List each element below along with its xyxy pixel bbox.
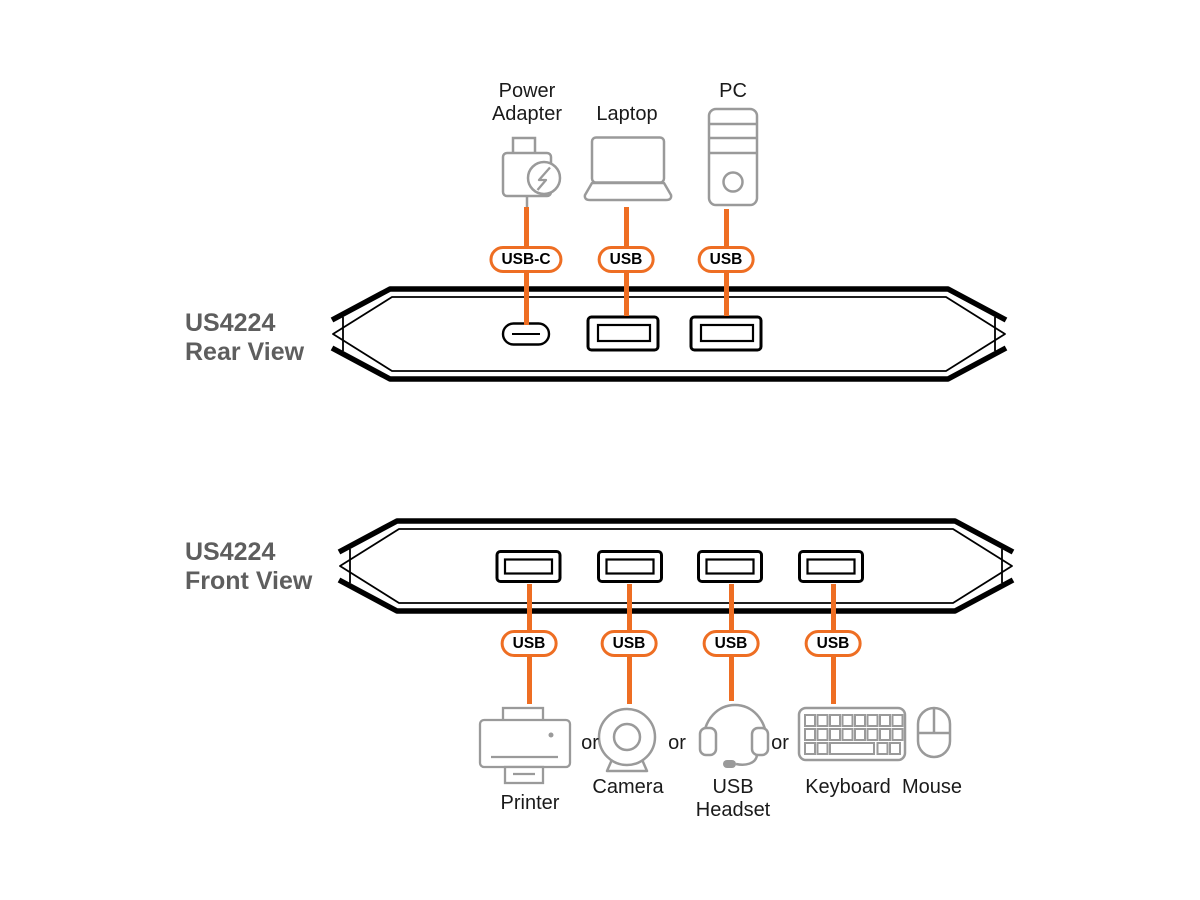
rear-view-title: US4224 Rear View (185, 309, 305, 366)
keyboard-icon (797, 706, 907, 762)
us4224-front-device (337, 518, 1015, 614)
usbc-badge: USB-C (489, 246, 563, 273)
usb-badge: USB (597, 246, 655, 273)
keyboard-label: Keyboard (805, 776, 891, 798)
usbc-port (501, 322, 551, 346)
usba-port (495, 550, 562, 583)
usba-port (689, 315, 763, 352)
usb-badge: USB (600, 630, 658, 657)
usba-port (586, 315, 660, 352)
mouse-label: Mouse (901, 776, 963, 798)
usba-port (798, 550, 864, 583)
power-adapter-label: Power Adapter (491, 80, 563, 125)
printer-icon (478, 706, 572, 785)
printer-label: Printer (500, 792, 560, 814)
mic-tip (723, 760, 736, 768)
camera-icon (597, 707, 657, 773)
lightning-bolt-icon (536, 166, 551, 191)
mouse-icon (916, 706, 952, 759)
pc-icon (707, 107, 759, 207)
usba-port (597, 550, 663, 583)
usb-badge: USB (697, 246, 755, 273)
pc-label: PC (719, 80, 747, 102)
laptop-icon (583, 136, 673, 202)
or-separator: or (668, 732, 686, 754)
or-separator: or (771, 732, 789, 754)
usba-port (697, 550, 763, 583)
or-separator: or (581, 732, 599, 754)
headset-label: USB Headset (695, 776, 771, 821)
front-view-title: US4224 Front View (185, 538, 313, 595)
usb-badge: USB (804, 630, 862, 657)
usb-badge: USB (702, 630, 760, 657)
camera-label: Camera (592, 776, 664, 798)
usb-badge: USB (500, 630, 558, 657)
usb-headset-icon (698, 703, 770, 768)
power-adapter-icon (501, 136, 562, 207)
us4224-rear-device (330, 286, 1008, 382)
laptop-label: Laptop (596, 103, 658, 125)
